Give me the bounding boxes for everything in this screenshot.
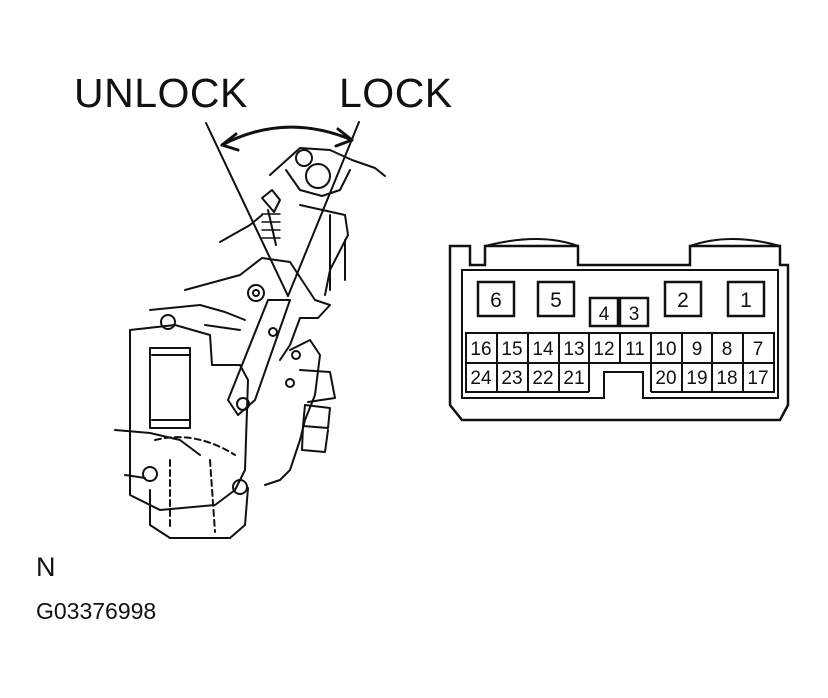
pin-24: 24: [470, 368, 492, 389]
view-letter: N: [36, 552, 56, 582]
pin-16: 16: [470, 339, 491, 360]
pin-5: 5: [550, 289, 562, 312]
pin-13: 13: [563, 339, 584, 360]
door-lock-motor-assembly-icon: [114, 121, 386, 539]
pin-11: 11: [625, 339, 645, 360]
lock-position-line: [287, 121, 360, 297]
pin-15: 15: [501, 339, 522, 360]
pin-7: 7: [753, 339, 764, 360]
pin-22: 22: [532, 368, 553, 389]
pin-9: 9: [692, 339, 703, 360]
pin-23: 23: [501, 368, 522, 389]
pin-18: 18: [716, 368, 737, 389]
unlock-position-line: [205, 122, 289, 297]
connector-key-tabs: [484, 238, 781, 247]
pin-3: 3: [629, 304, 640, 325]
pin-20: 20: [655, 368, 676, 389]
pin-14: 14: [532, 339, 554, 360]
pin-numbers: 6 5 4 3 2 1 16 15 14 13 12 11 10 9 8 7 2…: [470, 289, 768, 389]
pin-10: 10: [655, 339, 676, 360]
lock-label: LOCK: [339, 70, 453, 116]
pin-19: 19: [686, 368, 707, 389]
unlock-label: UNLOCK: [74, 70, 248, 116]
pin-2: 2: [677, 289, 689, 312]
pin-8: 8: [722, 339, 733, 360]
pin-6: 6: [490, 289, 502, 312]
connector-face-diagram: [448, 238, 790, 422]
connector-inner-cavity: [461, 269, 779, 399]
pin-21: 21: [563, 368, 584, 389]
pin-17: 17: [747, 368, 768, 389]
pin-1: 1: [740, 289, 752, 312]
pin-4: 4: [599, 304, 610, 325]
pin-12: 12: [593, 339, 614, 360]
figure-code: G03376998: [36, 598, 157, 624]
rotation-arrow-icon: [220, 125, 354, 152]
